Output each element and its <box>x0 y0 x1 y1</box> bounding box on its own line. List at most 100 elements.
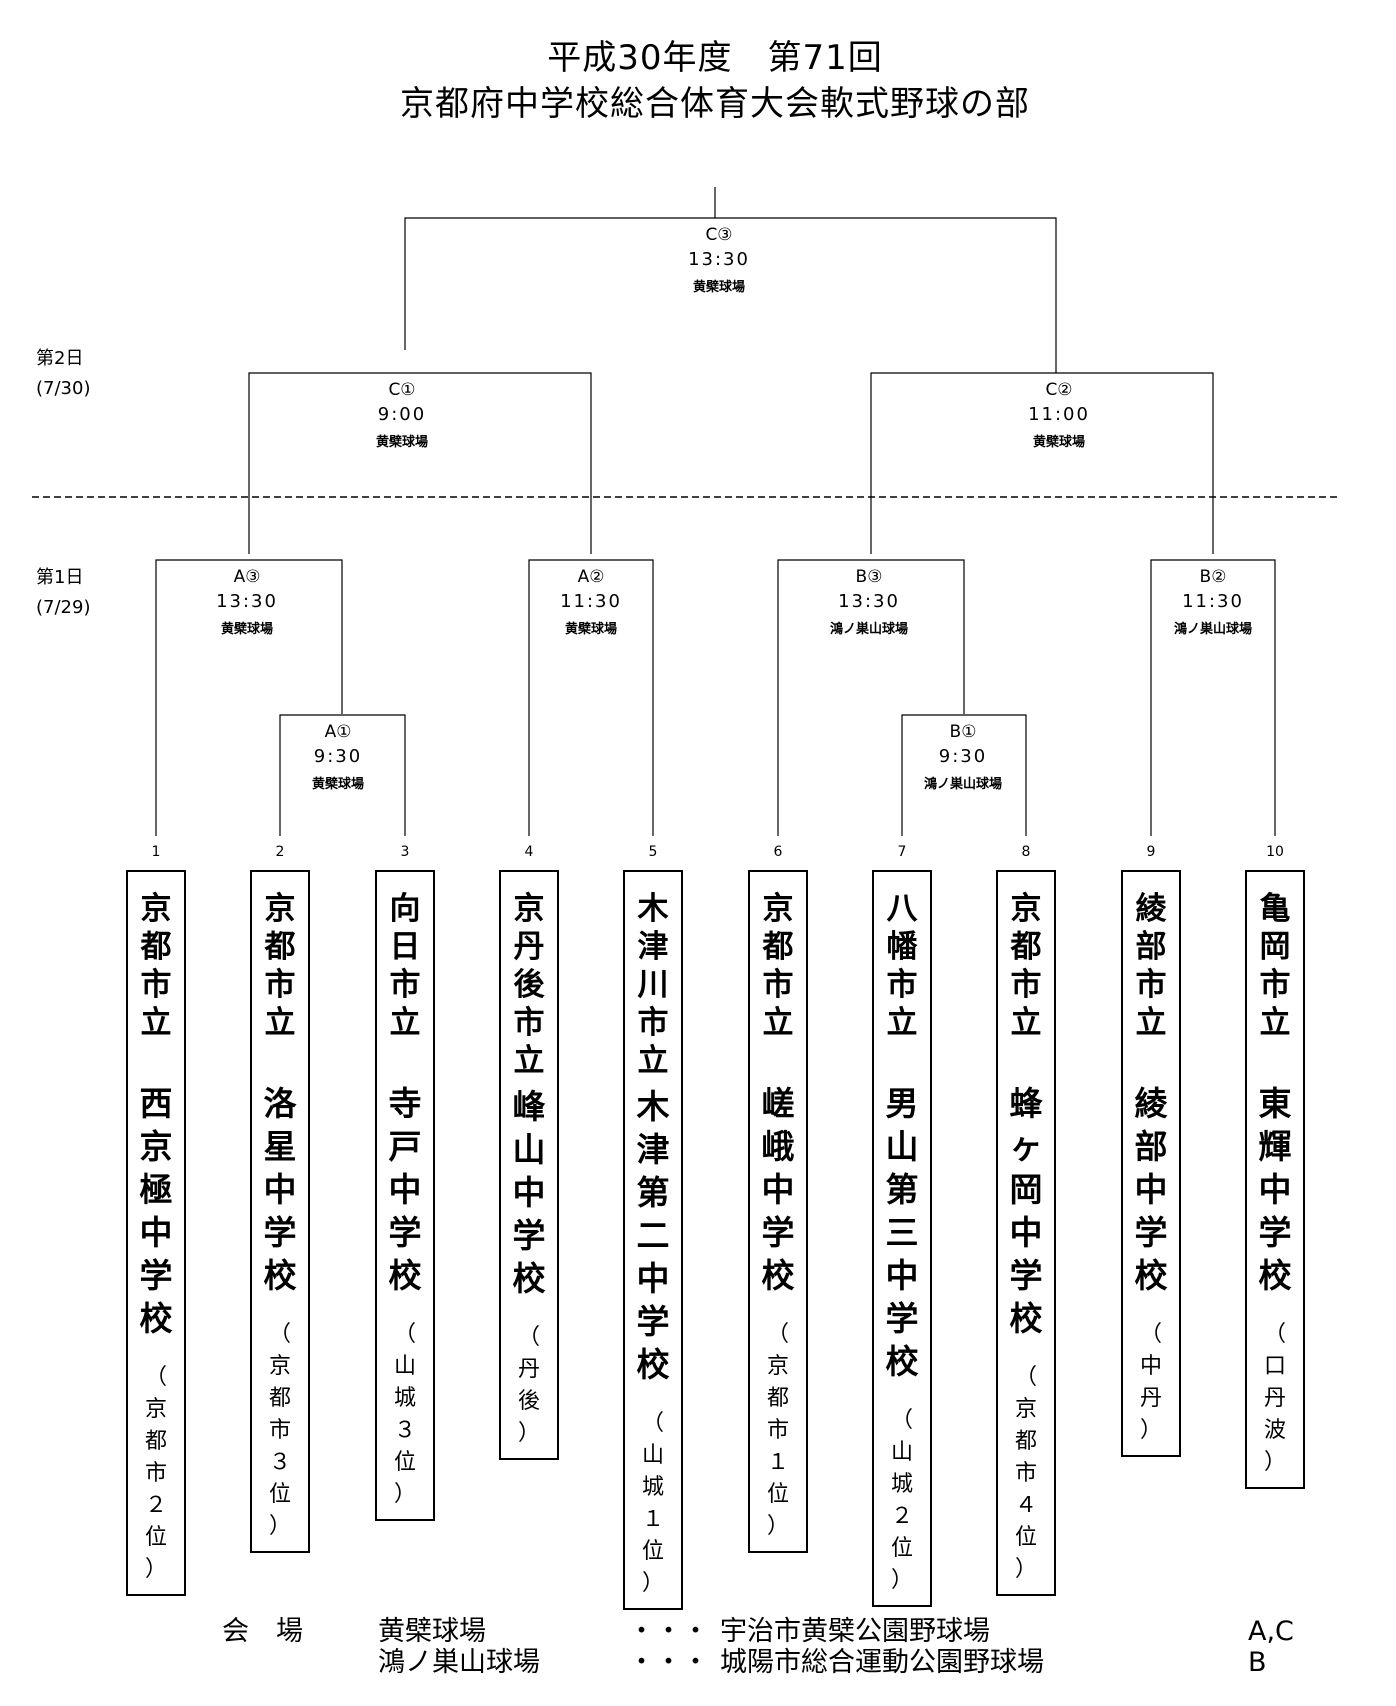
team-region: （ 京 都 市 １ 位 ） <box>766 1322 789 1539</box>
seed-number: 6 <box>773 844 783 860</box>
team-box: 京 都 市 立 西 京 極 中 学 校 （ 京 都 市 ２ 位 ） <box>126 870 186 1596</box>
team-region: （ 丹 後 ） <box>517 1325 540 1446</box>
day-2-date: (7/30) <box>36 378 91 399</box>
team-box: 京 丹 後 市 立 峰 山 中 学 校 （ 丹 後 ） <box>499 870 559 1460</box>
team-city: 綾 部 市 立 <box>1135 891 1167 1041</box>
team-city: 京 都 市 立 <box>140 891 172 1041</box>
team-region: （ 口 丹 波 ） <box>1263 1322 1286 1475</box>
team-school: 綾 部 中 学 校 <box>1134 1084 1168 1295</box>
match-venue: 黄檗球場 <box>375 435 428 450</box>
legend-dots: ・・・ <box>628 1647 709 1678</box>
team-school: 峰 山 中 学 校 <box>512 1087 546 1298</box>
match-time: 9:30 <box>938 746 988 767</box>
legend-label: 会 場 <box>222 1616 303 1647</box>
team-school: 嵯 峨 中 学 校 <box>761 1084 795 1295</box>
match-a3: A③ 13:30 黄檗球場 <box>167 568 327 638</box>
match-venue: 黄檗球場 <box>311 777 364 792</box>
seed-number: 9 <box>1146 844 1156 860</box>
match-id: A② <box>577 567 605 587</box>
match-time: 11:30 <box>560 591 622 612</box>
team-box: 亀 岡 市 立 東 輝 中 学 校 （ 口 丹 波 ） <box>1245 870 1305 1489</box>
title-line-2: 京都府中学校総合体育大会軟式野球の部 <box>400 84 1030 124</box>
seed-number: 2 <box>275 844 285 860</box>
team-school: 寺 戸 中 学 校 <box>388 1084 422 1295</box>
match-time: 11:00 <box>1028 404 1090 425</box>
match-a1-connector <box>279 714 406 836</box>
match-time: 9:30 <box>313 746 363 767</box>
match-venue: 鴻ノ巣山球場 <box>829 622 908 637</box>
team-school: 東 輝 中 学 校 <box>1258 1084 1292 1295</box>
team-region: （ 山 城 １ 位 ） <box>641 1411 664 1596</box>
match-venue: 黄檗球場 <box>564 622 617 637</box>
semifinal-c1-connector <box>248 372 592 554</box>
match-b3-connector <box>777 559 965 836</box>
team-region: （ 京 都 市 ４ 位 ） <box>1014 1365 1037 1582</box>
team-school: 男 山 第 三 中 学 校 <box>885 1084 919 1381</box>
match-id: B① <box>949 722 977 742</box>
legend-venue: 鴻ノ巣山球場 <box>378 1647 540 1678</box>
match-c3: C③ 13:30 黄檗球場 <box>639 226 799 296</box>
match-id: C③ <box>705 225 733 245</box>
match-time: 13:30 <box>688 249 750 270</box>
day-1-label: 第1日 (7/29) <box>36 563 90 623</box>
team-school: 西 京 極 中 学 校 <box>139 1084 173 1338</box>
team-box: 綾 部 市 立 綾 部 中 学 校 （ 中 丹 ） <box>1121 870 1181 1457</box>
match-a1: A① 9:30 黄檗球場 <box>258 723 418 793</box>
team-region: （ 中 丹 ） <box>1139 1322 1162 1443</box>
team-city: 京 丹 後 市 立 <box>513 891 545 1079</box>
match-b3: B③ 13:30 鴻ノ巣山球場 <box>789 568 949 638</box>
team-school: 洛 星 中 学 校 <box>263 1084 297 1295</box>
match-time: 13:30 <box>216 591 278 612</box>
match-b2: B② 11:30 鴻ノ巣山球場 <box>1133 568 1293 638</box>
match-venue: 黄檗球場 <box>1032 435 1085 450</box>
match-id: A③ <box>233 567 261 587</box>
match-venue: 黄檗球場 <box>692 280 745 295</box>
match-c1: C① 9:00 黄檗球場 <box>322 381 482 451</box>
match-venue: 鴻ノ巣山球場 <box>1173 622 1252 637</box>
day-1-title: 第1日 <box>36 567 84 588</box>
match-id: A① <box>324 722 352 742</box>
legend-place: 宇治市黄檗公園野球場 <box>720 1616 990 1647</box>
legend-dots: ・・・ <box>628 1616 709 1647</box>
match-b2-connector <box>1150 559 1276 836</box>
team-box: 木 津 川 市 立 木 津 第 二 中 学 校 （ 山 城 １ 位 ） <box>623 870 683 1610</box>
legend-place: 城陽市総合運動公園野球場 <box>720 1647 1044 1678</box>
match-a3-connector <box>155 559 343 836</box>
match-id: C① <box>388 380 416 400</box>
match-a2-connector <box>528 559 654 836</box>
team-school: 木 津 第 二 中 学 校 <box>636 1087 670 1384</box>
day-1-date: (7/29) <box>36 597 91 618</box>
seed-number: 3 <box>400 844 410 860</box>
match-id: B② <box>1199 567 1227 587</box>
team-city: 京 都 市 立 <box>1010 891 1042 1041</box>
match-time: 9:00 <box>377 404 427 425</box>
match-venue: 鴻ノ巣山球場 <box>923 777 1002 792</box>
team-box: 京 都 市 立 嵯 峨 中 学 校 （ 京 都 市 １ 位 ） <box>748 870 808 1553</box>
team-region: （ 京 都 市 ２ 位 ） <box>144 1365 167 1582</box>
seed-number: 5 <box>648 844 658 860</box>
match-b1: B① 9:30 鴻ノ巣山球場 <box>883 723 1043 793</box>
legend-venue: 黄檗球場 <box>378 1616 486 1647</box>
match-b1-connector <box>901 714 1027 836</box>
team-city: 向 日 市 立 <box>389 891 421 1041</box>
team-box: 八 幡 市 立 男 山 第 三 中 学 校 （ 山 城 ２ 位 ） <box>872 870 932 1607</box>
seed-number: 8 <box>1021 844 1031 860</box>
legend-code: A,C <box>1248 1616 1294 1647</box>
team-city: 京 都 市 立 <box>762 891 794 1041</box>
team-city: 京 都 市 立 <box>264 891 296 1041</box>
final-connector <box>404 187 1057 373</box>
team-region: （ 山 城 ２ 位 ） <box>890 1408 913 1593</box>
seed-number: 4 <box>524 844 534 860</box>
semifinal-c2-connector <box>870 372 1214 554</box>
seed-number: 1 <box>151 844 161 860</box>
match-a2: A② 11:30 黄檗球場 <box>511 568 671 638</box>
day-2-title: 第2日 <box>36 348 84 369</box>
team-box: 京 都 市 立 蜂 ヶ 岡 中 学 校 （ 京 都 市 ４ 位 ） <box>996 870 1056 1596</box>
match-venue: 黄檗球場 <box>220 622 273 637</box>
match-time: 11:30 <box>1182 591 1244 612</box>
team-city: 亀 岡 市 立 <box>1259 891 1291 1041</box>
team-school: 蜂 ヶ 岡 中 学 校 <box>1009 1084 1043 1338</box>
team-region: （ 京 都 市 ３ 位 ） <box>268 1322 291 1539</box>
